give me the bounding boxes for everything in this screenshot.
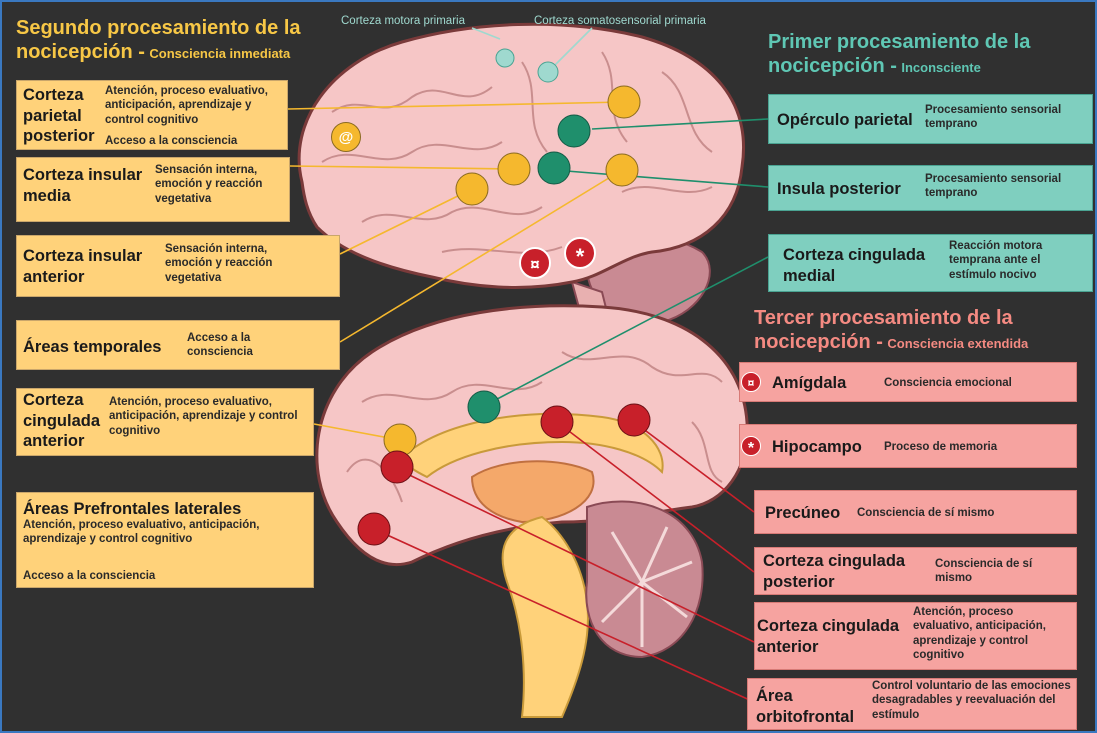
marker-parietal-posterior xyxy=(608,86,640,118)
box-desc: Consciencia emocional xyxy=(884,376,1012,390)
marker-cingulada-posterior xyxy=(541,406,573,438)
marker-precuneo xyxy=(618,404,650,436)
box-extra: Acceso a la consciencia xyxy=(105,134,287,148)
box-temporal: Áreas temporales Acceso a la consciencia xyxy=(16,320,340,370)
box-desc: Consciencia de sí mismo xyxy=(857,506,994,520)
box-desc: Procesamiento sensorial temprano xyxy=(925,172,1090,201)
box-head: Hipocampo xyxy=(772,437,862,458)
marker-somatosensory xyxy=(538,62,558,82)
box-parietal-posterior: Corteza parietal posterior Atención, pro… xyxy=(16,80,288,150)
box-cingulada-posterior: Corteza cingulada posterior Consciencia … xyxy=(754,547,1077,595)
box-cingulada-medial: Corteza cingulada medial Reacción motora… xyxy=(768,234,1093,292)
somatosensory-cortex-label: Corteza somatosensorial primaria xyxy=(534,15,706,27)
first-processing-title: Primer procesamiento de la nocicepción -… xyxy=(768,30,1030,78)
marker-temporal xyxy=(606,154,638,186)
box-desc: Control voluntario de las emociones desa… xyxy=(872,679,1072,722)
box-hipocampo: * Hipocampo Proceso de memoria xyxy=(739,424,1077,468)
box-desc: Consciencia de sí mismo xyxy=(935,557,1065,586)
box-precuneo: Precúneo Consciencia de sí mismo xyxy=(754,490,1077,534)
marker-motor xyxy=(496,49,514,67)
box-head: Corteza cingulada medial xyxy=(783,245,943,286)
box-desc: Acceso a la consciencia xyxy=(187,331,287,360)
box-desc: Atención, proceso evaluativo, anticipaci… xyxy=(23,518,263,547)
box-head: Áreas temporales xyxy=(23,337,183,358)
box-desc: Sensación interna, emoción y reacción ve… xyxy=(165,242,315,285)
amygdala-marker-brain: ¤ xyxy=(519,247,551,279)
box-head: Corteza cingulada anterior xyxy=(23,390,101,452)
box-head: Amígdala xyxy=(772,373,846,394)
marker-cingulada-medial xyxy=(468,391,500,423)
marker-operculo xyxy=(558,115,590,147)
hippocampus-icon: * xyxy=(741,436,761,456)
marker-insular-media xyxy=(498,153,530,185)
brainstem-sagittal xyxy=(503,517,588,717)
at-marker-lateral: @ xyxy=(331,122,361,152)
marker-insula-posterior xyxy=(538,152,570,184)
box-operculo-parietal: Opérculo parietal Procesamiento sensoria… xyxy=(768,94,1093,144)
box-prefrontal: Áreas Prefrontales laterales Atención, p… xyxy=(16,492,314,588)
marker-insular-anterior xyxy=(456,173,488,205)
box-head: Opérculo parietal xyxy=(777,110,927,131)
box-head: Precúneo xyxy=(765,503,840,524)
box-head: Corteza insular anterior xyxy=(23,246,153,287)
sagittal-brain xyxy=(317,306,747,717)
box-insula-posterior: Insula posterior Procesamiento sensorial… xyxy=(768,165,1093,211)
box-head: Corteza cingulada anterior xyxy=(757,616,912,657)
hippocampus-marker-brain: * xyxy=(564,237,596,269)
box-desc: Atención, proceso evaluativo, anticipaci… xyxy=(109,395,309,438)
box-head: Área orbitofrontal xyxy=(756,686,866,727)
box-desc: Proceso de memoria xyxy=(884,440,997,454)
box-desc: Reacción motora temprana ante el estímul… xyxy=(949,239,1089,282)
second-processing-title: Segundo procesamiento de la nocicepción … xyxy=(16,16,301,64)
box-desc: Atención, proceso evaluativo, anticipaci… xyxy=(913,605,1073,663)
box-head: Corteza cingulada posterior xyxy=(763,551,923,592)
box-head: Corteza parietal posterior xyxy=(23,85,101,147)
amygdala-icon: ¤ xyxy=(741,372,761,392)
box-head: Insula posterior xyxy=(777,179,917,200)
box-head: Áreas Prefrontales laterales xyxy=(23,499,308,520)
box-desc: Procesamiento sensorial temprano xyxy=(925,103,1090,132)
marker-orbitofrontal xyxy=(358,513,390,545)
box-insular-media: Corteza insular media Sensación interna,… xyxy=(16,157,290,222)
box-insular-anterior: Corteza insular anterior Sensación inter… xyxy=(16,235,340,297)
box-orbitofrontal: Área orbitofrontal Control voluntario de… xyxy=(747,678,1077,730)
third-processing-title: Tercer procesamiento de la nocicepción -… xyxy=(754,306,1028,354)
box-cingulada-anterior-2: Corteza cingulada anterior Atención, pro… xyxy=(16,388,314,456)
box-cingulada-anterior: Corteza cingulada anterior Atención, pro… xyxy=(754,602,1077,670)
motor-cortex-label: Corteza motora primaria xyxy=(341,15,465,27)
box-desc: Atención, proceso evaluativo, anticipaci… xyxy=(105,84,287,127)
marker-cingulada-anterior-r xyxy=(381,451,413,483)
box-amigdala: ¤ Amígdala Consciencia emocional xyxy=(739,362,1077,402)
box-extra: Acceso a la consciencia xyxy=(23,569,263,583)
box-head: Corteza insular media xyxy=(23,165,153,206)
box-desc: Sensación interna, emoción y reacción ve… xyxy=(155,163,285,206)
